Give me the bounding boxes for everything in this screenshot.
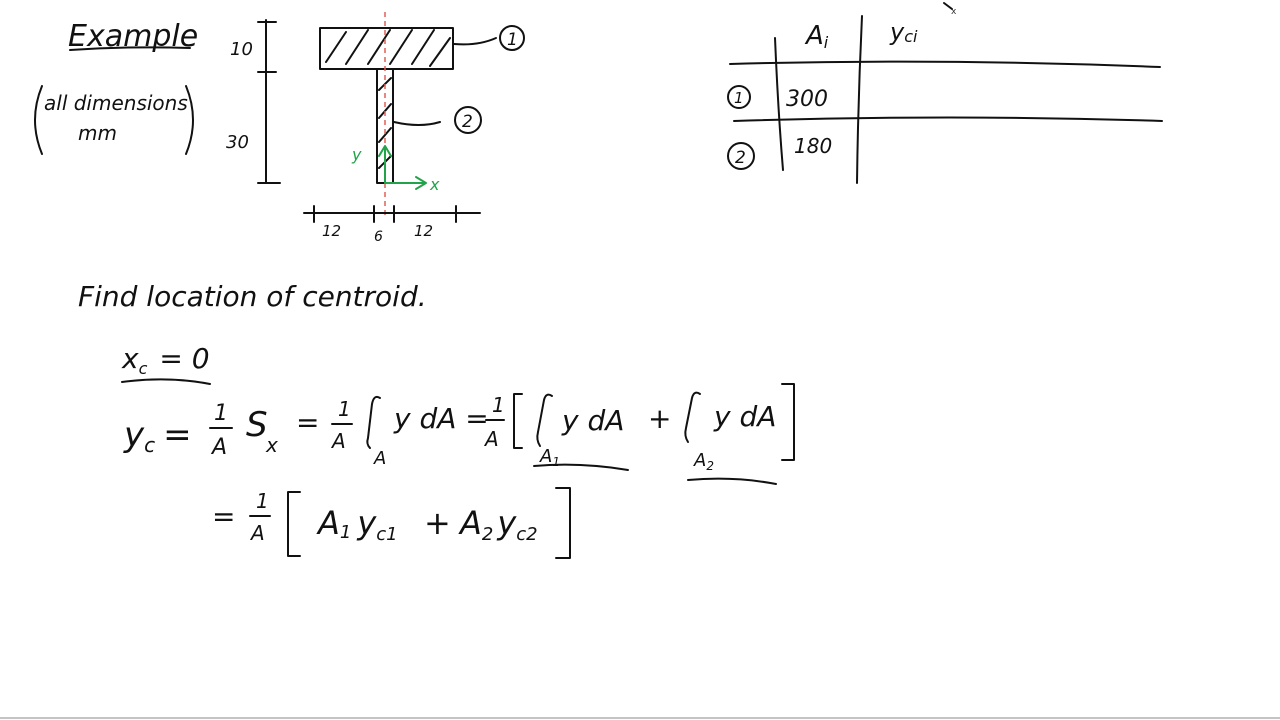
pen-cursor-mark: x	[951, 7, 957, 17]
vertical-dimension-ticks	[257, 21, 281, 184]
svg-text:=: =	[296, 406, 319, 439]
table-col-yc: yci	[889, 18, 918, 46]
row-1-part-circle	[727, 85, 751, 109]
svg-text:+: +	[424, 504, 451, 542]
dim-web-width: 6	[374, 229, 383, 245]
eq-yc-integral: yc= 1 A S x = 1 A A y dA = 1 A A1 y dA +…	[123, 383, 795, 485]
note-unit: mm	[78, 121, 117, 145]
note-paren-right	[185, 85, 194, 155]
horizontal-dimension-ticks	[313, 205, 457, 223]
svg-text:1: 1	[214, 401, 228, 426]
row-2-part-circle	[727, 142, 755, 170]
svg-text:A: A	[330, 429, 346, 453]
svg-text:1: 1	[492, 393, 505, 417]
svg-text:yc=: yc=	[123, 415, 192, 457]
note-paren-left	[34, 85, 43, 155]
svg-text:1: 1	[256, 489, 269, 513]
row-2-area: 180	[794, 134, 832, 158]
svg-text:y dA =: y dA =	[393, 402, 489, 435]
row-1-area: 300	[786, 87, 828, 112]
svg-text:A: A	[249, 521, 265, 545]
table-mid-rule	[856, 15, 863, 184]
row-2-part-number: 2	[735, 148, 746, 168]
x-axis-label: x	[429, 175, 440, 194]
svg-text:x: x	[265, 433, 278, 457]
table-header-rule	[729, 60, 1161, 68]
svg-text:A: A	[373, 448, 386, 469]
part-1-leader	[453, 37, 497, 46]
row-1-part-number: 1	[734, 89, 744, 107]
table-col-area: Ai	[804, 21, 829, 52]
svg-text:A2: A2	[693, 450, 714, 473]
task-statement: Find location of centroid.	[78, 280, 427, 313]
dim-web-height: 30	[226, 132, 249, 153]
svg-text:y dA: y dA	[561, 404, 624, 437]
svg-text:S: S	[246, 405, 268, 445]
pen-cursor-icon	[943, 2, 953, 10]
note-dimensions: all dimensions	[44, 91, 188, 115]
title-underline	[69, 46, 191, 51]
dim-right-overhang: 12	[414, 222, 433, 240]
part-2-circle	[454, 106, 482, 134]
svg-text:A: A	[210, 435, 227, 460]
part-1-circle	[499, 25, 525, 51]
svg-text:=: =	[212, 500, 235, 533]
table-left-rule	[774, 37, 784, 171]
dim-left-overhang: 12	[322, 222, 341, 240]
flange-hatching	[325, 29, 451, 67]
x-axis-arrow	[384, 176, 427, 190]
svg-text:+: +	[648, 402, 671, 435]
table-row-rule	[733, 116, 1163, 122]
eq-xc: xc= 0	[121, 342, 210, 378]
part-1-number: 1	[507, 30, 518, 50]
part-2-leader	[393, 121, 441, 126]
dim-flange-thickness: 10	[230, 39, 253, 60]
y-axis-arrow	[378, 145, 392, 184]
part-2-number: 2	[462, 112, 473, 132]
svg-text:1: 1	[338, 397, 351, 421]
y-axis-label: y	[351, 145, 362, 164]
svg-text:A: A	[483, 427, 499, 451]
svg-text:y dA: y dA	[713, 400, 776, 433]
eq-xc-underline	[121, 378, 211, 385]
